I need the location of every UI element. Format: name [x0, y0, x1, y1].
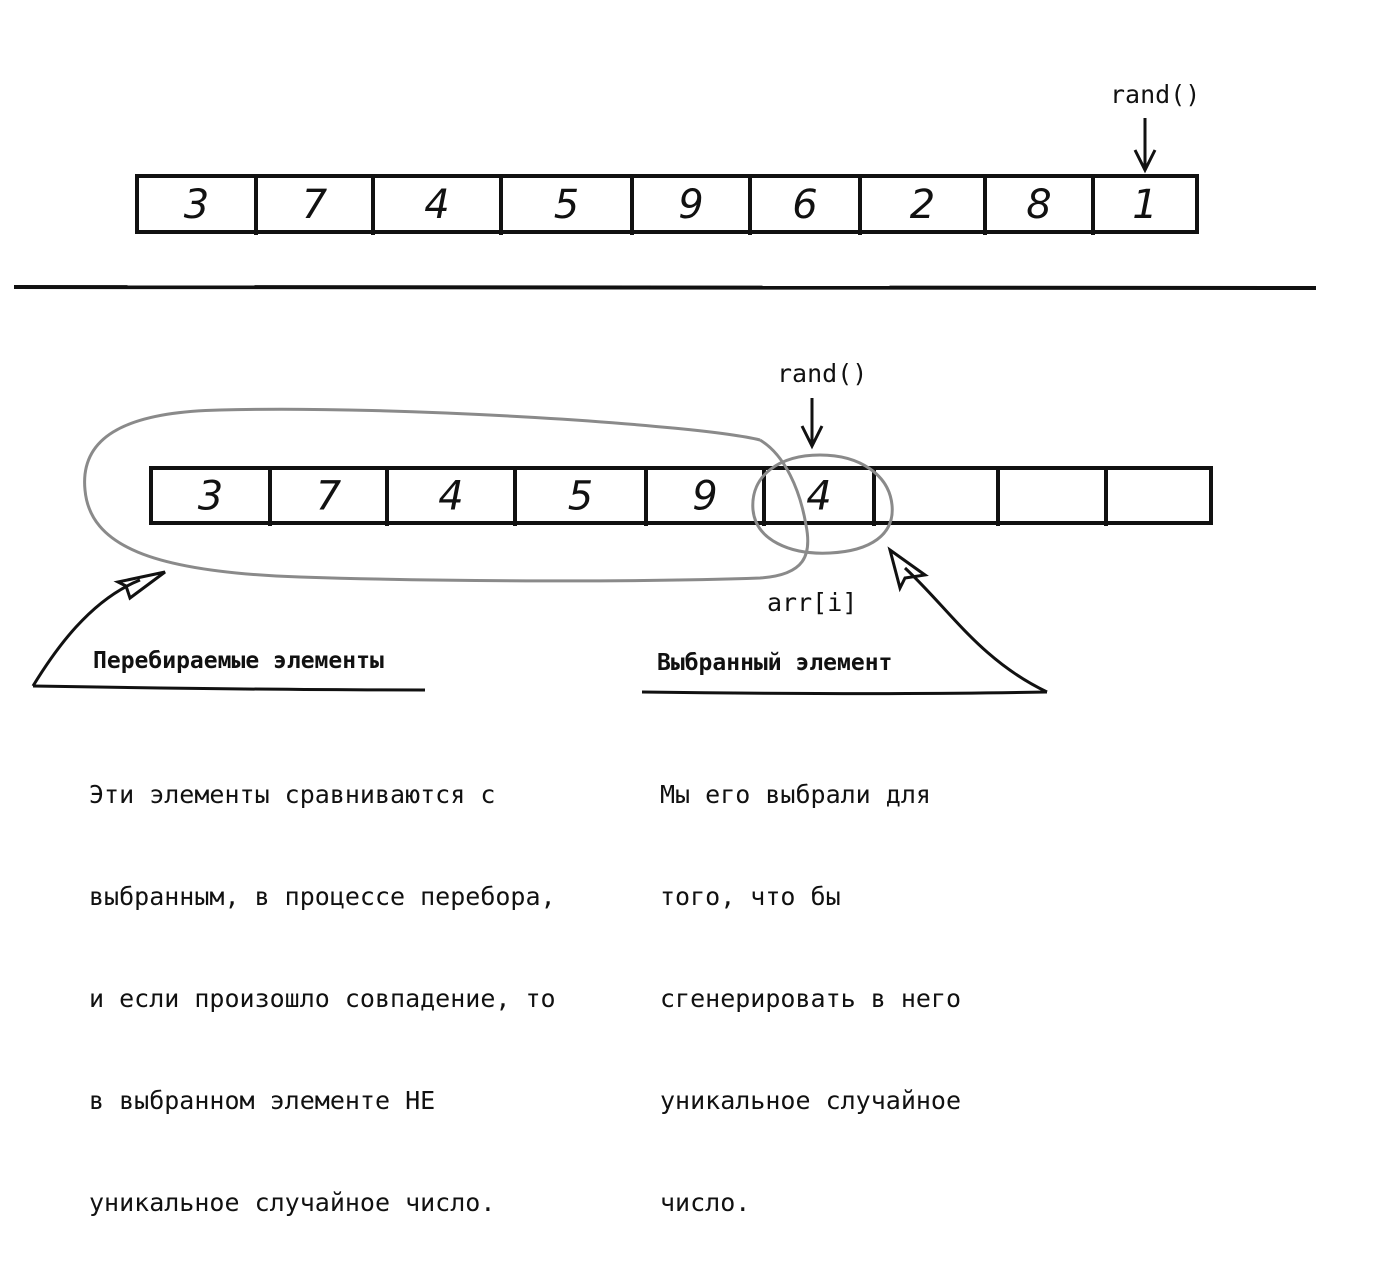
bottom-array-dividers: [268, 468, 1108, 526]
selected-line: Мы его выбрали для: [660, 780, 931, 809]
selected-pointer-curve: [641, 546, 1048, 695]
selected-line: того, что бы: [660, 882, 841, 911]
top-pointer-arrow: [1133, 118, 1157, 174]
bottom-pointer-arrow: [800, 398, 824, 450]
index-label: arr[i]: [767, 588, 858, 617]
selected-element-circle: [751, 453, 894, 555]
iterated-description: Эти элементы сравниваются с выбранным, в…: [89, 710, 556, 1288]
iterated-line: Эти элементы сравниваются с: [89, 780, 496, 809]
selected-line: число.: [660, 1188, 751, 1217]
iterated-line: уникальное случайное число.: [89, 1188, 496, 1217]
top-array-values: 3 7 4 5 9 6 2 8 1: [184, 182, 1158, 228]
bottom-cell-value: 4: [438, 474, 463, 520]
iterated-pointer-curve: [31, 570, 426, 692]
top-cell-value: 5: [554, 182, 579, 228]
top-cell-value: 8: [1026, 182, 1051, 228]
bottom-cell-value: 9: [692, 474, 717, 520]
bottom-array-frame: [149, 466, 1213, 525]
selected-line: уникальное случайное: [660, 1086, 962, 1115]
iterated-line: выбранным, в процессе перебора,: [89, 882, 556, 911]
iterated-heading: Перебираемые элементы: [93, 648, 384, 674]
diagram-canvas: 3 7 4 5 9 6 2 8 1 3 7 4 5 9 4: [13, 80, 1317, 1217]
bottom-cell-value: 5: [568, 474, 593, 520]
top-cell-value: 4: [424, 182, 449, 228]
sketch-layer: 3 7 4 5 9 6 2 8 1 3 7 4 5 9 4: [13, 118, 1317, 695]
top-array: 3 7 4 5 9 6 2 8 1: [135, 174, 1199, 235]
top-cell-value: 2: [910, 182, 935, 228]
selected-heading: Выбранный элемент: [657, 650, 893, 676]
iterated-line: и если произошло совпадение, то: [89, 984, 556, 1013]
section-divider: [13, 285, 1317, 290]
bottom-cell-value: 3: [198, 474, 223, 520]
selected-line: сгенерировать в него: [660, 984, 962, 1013]
top-cell-value: 9: [678, 182, 703, 228]
top-cell-value: 1: [1132, 182, 1157, 228]
selected-description: Мы его выбрали для того, что бы сгенерир…: [660, 710, 961, 1288]
top-array-frame: [135, 174, 1199, 234]
bottom-array: 3 7 4 5 9 4: [149, 466, 1213, 526]
top-cell-value: 6: [792, 182, 817, 228]
bottom-array-values: 3 7 4 5 9 4: [198, 474, 832, 520]
iterated-line: в выбранном элементе НЕ: [89, 1086, 436, 1115]
iterated-elements-loop: [83, 407, 810, 583]
top-cell-value: 7: [302, 182, 328, 228]
bottom-cell-value: 4: [806, 474, 831, 520]
bottom-cell-value: 7: [316, 474, 342, 520]
bottom-rand-label: rand(): [777, 359, 868, 388]
top-cell-value: 3: [184, 182, 209, 228]
top-array-dividers: [254, 176, 1095, 235]
top-rand-label: rand(): [1110, 80, 1201, 109]
